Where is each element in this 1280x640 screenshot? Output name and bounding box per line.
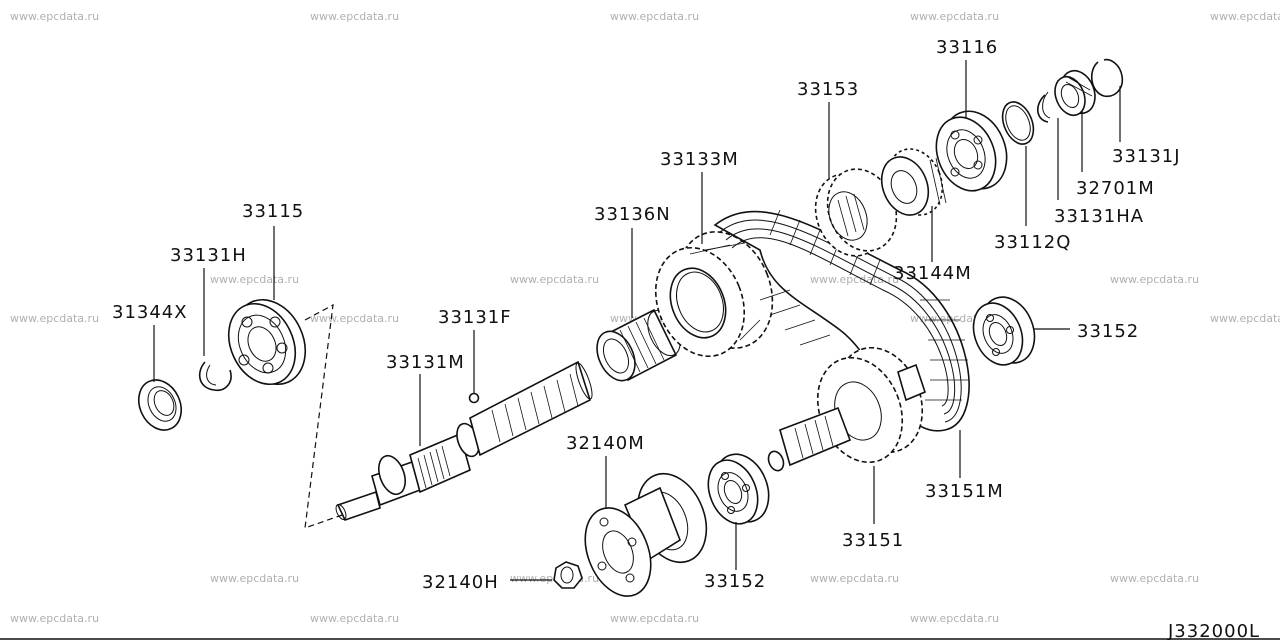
part-33116-bearing[interactable] <box>926 102 1018 200</box>
label-33151m: 33151M <box>925 481 1004 502</box>
label-33131ha: 33131HA <box>1054 206 1144 227</box>
label-33152-bottom: 33152 <box>704 571 766 592</box>
watermark: www.epcdata.ru <box>910 10 999 23</box>
part-33152-bearing-right[interactable] <box>965 289 1044 372</box>
part-32140m-flange[interactable] <box>573 463 719 606</box>
watermark: www.epcdata.ru <box>310 312 399 325</box>
watermark: www.epcdata.ru <box>810 273 899 286</box>
assembly-dashed-line <box>304 303 343 529</box>
diagram-code: J332000L <box>1167 621 1260 640</box>
part-33151-output-shaft[interactable] <box>766 335 938 475</box>
watermark: www.epcdata.ru <box>10 612 99 625</box>
label-33152-right: 33152 <box>1077 321 1139 342</box>
watermark: www.epcdata.ru <box>1210 312 1280 325</box>
label-33131m: 33131M <box>386 352 465 373</box>
part-labels: 33116 33153 33133M 33136N 33131J 32701M … <box>112 37 1181 593</box>
leader-lines <box>153 60 1121 581</box>
watermark: www.epcdata.ru <box>310 612 399 625</box>
label-32140m: 32140M <box>566 433 645 454</box>
label-33131j: 33131J <box>1112 146 1181 167</box>
label-33151: 33151 <box>842 530 904 551</box>
part-33153-gear[interactable] <box>804 159 909 267</box>
part-32140h-nut[interactable] <box>553 561 583 589</box>
watermark: www.epcdata.ru <box>1210 10 1280 23</box>
label-33136n: 33136N <box>594 204 671 225</box>
label-31344x: 31344X <box>112 302 188 323</box>
label-32701m: 32701M <box>1076 178 1155 199</box>
watermark: www.epcdata.ru <box>610 612 699 625</box>
watermark: www.epcdata.ru <box>310 10 399 23</box>
watermark: www.epcdata.ru <box>210 273 299 286</box>
watermark: www.epcdata.ru <box>1110 273 1199 286</box>
label-33153: 33153 <box>797 79 859 100</box>
watermark: www.epcdata.ru <box>10 10 99 23</box>
part-33136n-needle-bearing[interactable] <box>590 305 687 386</box>
label-33144m: 33144M <box>893 263 972 284</box>
label-33112q: 33112Q <box>994 232 1071 253</box>
part-33131ha-snap-ring[interactable] <box>1037 91 1051 123</box>
label-32140h: 32140H <box>422 572 499 593</box>
label-33131f: 33131F <box>438 307 512 328</box>
watermark: www.epcdata.ru <box>1110 572 1199 585</box>
part-31344x-seal[interactable] <box>131 373 189 437</box>
label-33131h: 33131H <box>170 245 247 266</box>
part-33144m-synchro[interactable] <box>873 141 951 224</box>
watermark: www.epcdata.ru <box>910 612 999 625</box>
watermark: www.epcdata.ru <box>810 572 899 585</box>
label-33133m: 33133M <box>660 149 739 170</box>
part-33112q-shim[interactable] <box>997 97 1039 148</box>
watermarks: www.epcdata.ru www.epcdata.ru www.epcdat… <box>10 10 1280 625</box>
part-33131j-snap-ring[interactable] <box>1091 58 1124 98</box>
part-33133m-sprocket[interactable] <box>640 218 789 370</box>
part-33131f-ball[interactable] <box>468 392 480 404</box>
part-33131m-mainshaft[interactable] <box>334 360 595 521</box>
part-33115-bearing[interactable] <box>216 288 318 396</box>
label-33116: 33116 <box>936 37 998 58</box>
part-33152-bearing-bottom[interactable] <box>699 446 778 531</box>
watermark: www.epcdata.ru <box>510 273 599 286</box>
watermark: www.epcdata.ru <box>610 10 699 23</box>
part-32701m-collar[interactable] <box>1050 66 1102 120</box>
label-33115: 33115 <box>242 201 304 222</box>
watermark: www.epcdata.ru <box>10 312 99 325</box>
part-33131h-snap-ring[interactable] <box>198 361 232 392</box>
watermark: www.epcdata.ru <box>210 572 299 585</box>
